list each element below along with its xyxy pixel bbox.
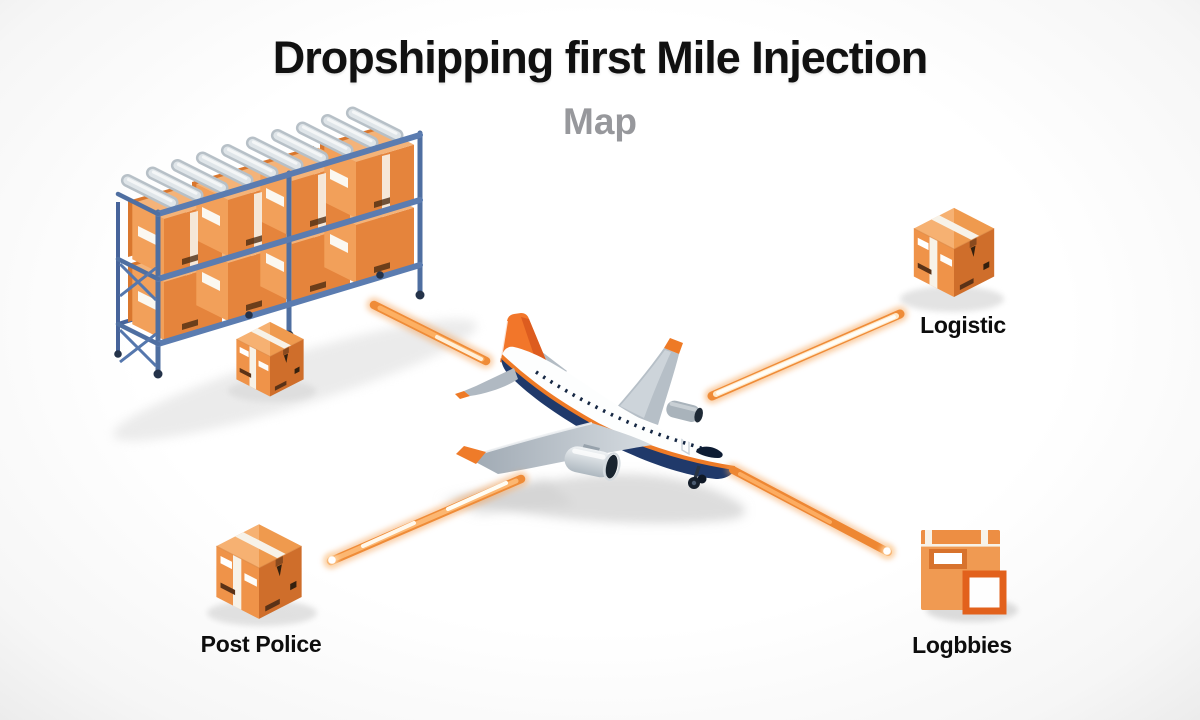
- label-logbbies: Logbbies: [912, 632, 1012, 658]
- rack-box-handles: [182, 197, 390, 330]
- connector-plane-to-logistic: [704, 306, 908, 404]
- warehouse-rack-icon: [114, 106, 425, 379]
- glow-connectors: [323, 297, 908, 569]
- rack-box-tapes: [190, 154, 390, 267]
- connector-plane-to-logbbies: [726, 463, 895, 559]
- cockpit-windshield: [696, 446, 723, 458]
- label-post-police: Post Police: [200, 631, 322, 657]
- rack-box-labels: [138, 169, 348, 310]
- landing-gear: [688, 465, 707, 489]
- near-engine: [564, 446, 621, 481]
- package-box-logbbies-icon: [921, 530, 1007, 615]
- label-logistic: Logistic: [920, 312, 1006, 338]
- white-square-label: [962, 570, 1007, 615]
- rack-x-braces: [118, 262, 158, 368]
- fuselage: [501, 346, 736, 479]
- near-stabilizer: [455, 368, 518, 399]
- rear-door: [516, 384, 524, 403]
- far-wing: [616, 338, 683, 425]
- near-wing: [456, 421, 652, 474]
- far-winglet: [664, 338, 683, 354]
- near-winglet: [456, 446, 486, 464]
- connector-postpolice-to-plane: [323, 471, 529, 569]
- airplane-icon: [455, 313, 736, 489]
- belly-band: [501, 352, 736, 479]
- rack-top-rolls: [120, 106, 404, 210]
- package-box-logistic-icon: [913, 207, 995, 298]
- page-subtitle: Map: [563, 101, 637, 142]
- rack-frame: [114, 130, 425, 379]
- page-title: Dropshipping first Mile Injection: [272, 32, 929, 83]
- far-engine: [666, 400, 703, 423]
- connector-warehouse-to-plane: [366, 297, 494, 369]
